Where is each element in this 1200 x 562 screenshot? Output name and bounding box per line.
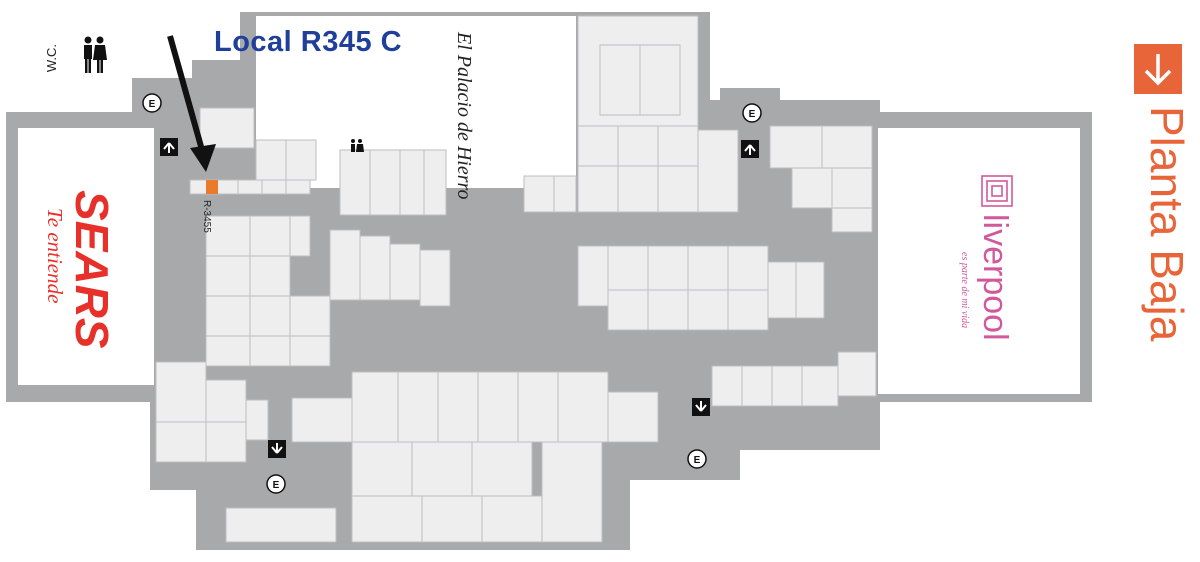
escalator-up-icon [741, 140, 759, 158]
pointer-arrow-icon [167, 35, 216, 172]
palacio-logo: El Palacio de Hierro [453, 31, 475, 200]
floor-label: Planta Baja [1141, 106, 1193, 342]
wc-label: W.C. [44, 44, 59, 73]
highlighted-unit[interactable] [206, 180, 218, 194]
elevator-label: E [273, 480, 280, 491]
restroom-icon [351, 139, 364, 152]
elevator-icon [266, 474, 286, 494]
elevator-icon [742, 103, 762, 123]
elevator-icon [142, 93, 162, 113]
escalator-down-icon [268, 440, 286, 458]
local-unit-title: Local R345 C [214, 26, 403, 58]
elevator-label: E [149, 99, 156, 110]
elevator-markers [142, 93, 762, 494]
liverpool-anchor[interactable] [878, 128, 1080, 394]
unit-code-label: R-3455 [201, 200, 212, 233]
elevator-icon [687, 449, 707, 469]
liverpool-logo: liverpool es parte de mi vida [959, 175, 1014, 341]
elevator-label: E [694, 455, 701, 466]
elevator-label: E [749, 109, 756, 120]
liverpool-name: liverpool [976, 214, 1014, 341]
escalator-up-icon [160, 138, 178, 156]
escalator-down-icon [692, 398, 710, 416]
liverpool-emblem-icon [981, 175, 1013, 207]
shop-units [155, 15, 877, 543]
sears-anchor[interactable] [18, 128, 154, 385]
down-arrow-icon [1134, 44, 1182, 94]
sears-tagline: Te entiende [43, 208, 67, 303]
palacio-name: El Palacio de Hierro [453, 31, 475, 200]
restroom-icon [84, 36, 107, 73]
liverpool-tagline: es parte de mi vida [959, 252, 970, 328]
sears-name: SEARS [66, 190, 118, 349]
floor-indicator: Planta Baja [1128, 38, 1193, 458]
sears-logo: SEARS Te entiende [43, 190, 118, 349]
